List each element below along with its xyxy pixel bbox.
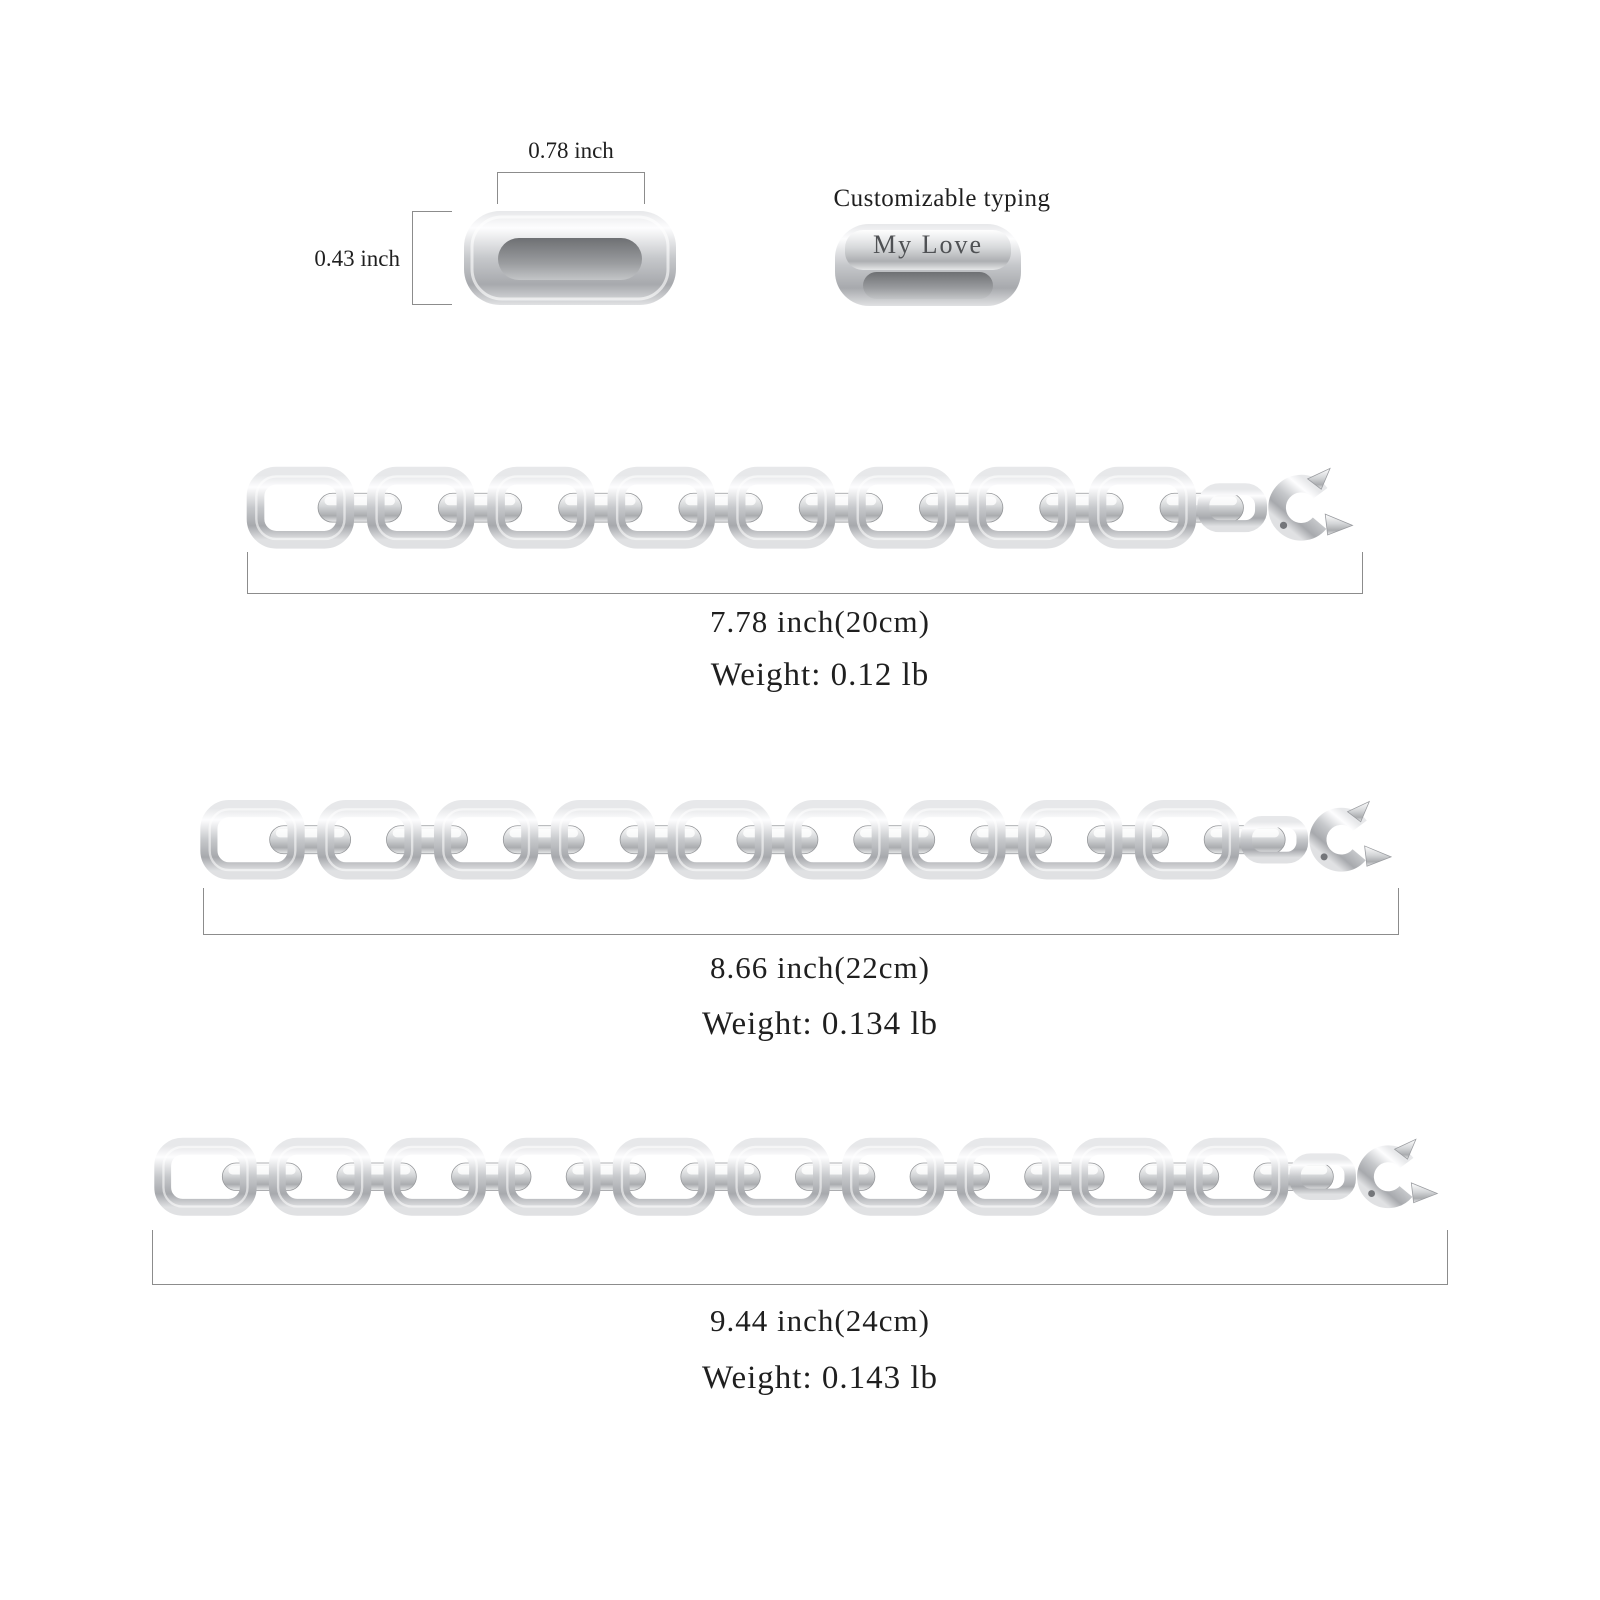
bracelet-length-dimension-line: [152, 1230, 1448, 1285]
link-height-label: 0.43 inch: [314, 246, 400, 271]
bracelet-length-label: 7.78 inch(20cm): [710, 604, 930, 639]
bracelet-length-label: 9.44 inch(24cm): [710, 1303, 930, 1338]
bracelet-weight-label: Weight: 0.143 lb: [701, 1360, 939, 1396]
customizable-typing-label: Customizable typing: [833, 185, 1051, 212]
bracelet-length-dimension-line: [247, 552, 1363, 594]
link-height-dimension-line: [412, 211, 452, 305]
link-width-dimension-line: [497, 172, 645, 204]
link-width-label: 0.78 inch: [528, 138, 614, 163]
bracelet-chain-image: [198, 799, 1402, 882]
bracelet-chain-image: [243, 466, 1365, 551]
bracelet-weight-label: Weight: 0.134 lb: [701, 1006, 939, 1042]
bracelet-chain-image: [148, 1137, 1452, 1218]
bracelet-length-dimension-line: [203, 888, 1399, 935]
bracelet-length-label: 8.66 inch(22cm): [710, 950, 930, 985]
engraved-link-image: [833, 220, 1023, 310]
chain-link-image: [460, 205, 680, 310]
engraving-text: My Love: [872, 230, 984, 259]
bracelet-weight-label: Weight: 0.12 lb: [710, 657, 930, 693]
